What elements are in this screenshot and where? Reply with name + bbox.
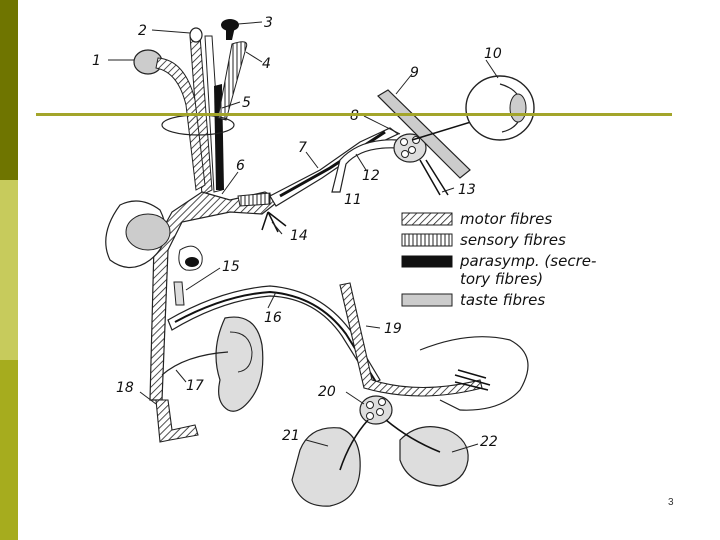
legend-motor: motor fibres — [460, 210, 552, 228]
horizontal-rule — [36, 113, 672, 116]
label-11: 11 — [344, 192, 362, 208]
legend-swatch-parasymp — [401, 255, 453, 268]
legend: motor fibres sensory fibres parasymp. (s… — [401, 210, 596, 309]
label-22: 22 — [480, 434, 498, 450]
side-bar-bottom — [0, 360, 18, 540]
leader-lines — [108, 21, 499, 453]
label-3: 3 — [264, 15, 273, 31]
label-16: 16 — [264, 310, 282, 326]
legend-parasymp-line1: parasymp. (secre- — [459, 252, 596, 270]
label-19: 19 — [384, 321, 402, 337]
side-bar-middle — [0, 180, 18, 360]
label-14: 14 — [290, 228, 308, 244]
label-12: 12 — [362, 168, 380, 184]
label-2: 2 — [138, 23, 147, 39]
middle-ear-branches — [105, 200, 529, 507]
label-20: 20 — [318, 384, 336, 400]
brainstem-nerves — [133, 19, 248, 196]
label-13: 13 — [458, 182, 476, 198]
label-21: 21 — [282, 428, 300, 444]
label-1: 1 — [92, 53, 101, 69]
page-number: 3 — [668, 497, 674, 508]
label-9: 9 — [410, 65, 419, 81]
label-4: 4 — [262, 56, 271, 72]
number-labels: 1 2 3 4 5 6 7 8 9 10 11 12 13 14 15 16 1… — [92, 15, 502, 450]
legend-taste: taste fibres — [460, 291, 545, 309]
label-7: 7 — [298, 140, 307, 156]
label-8: 8 — [350, 108, 359, 124]
label-5: 5 — [242, 95, 251, 111]
legend-parasymp-line2: tory fibres) — [460, 270, 543, 288]
legend-swatch-motor — [401, 212, 453, 226]
side-bar-top — [0, 0, 18, 180]
legend-sensory: sensory fibres — [460, 231, 566, 249]
label-17: 17 — [186, 378, 204, 394]
label-15: 15 — [222, 259, 240, 275]
facial-nerve-trunk — [149, 75, 535, 401]
label-18: 18 — [116, 380, 134, 396]
legend-swatch-sensory — [401, 233, 453, 247]
label-6: 6 — [236, 158, 245, 174]
legend-swatch-taste — [401, 293, 453, 307]
label-10: 10 — [484, 46, 502, 62]
